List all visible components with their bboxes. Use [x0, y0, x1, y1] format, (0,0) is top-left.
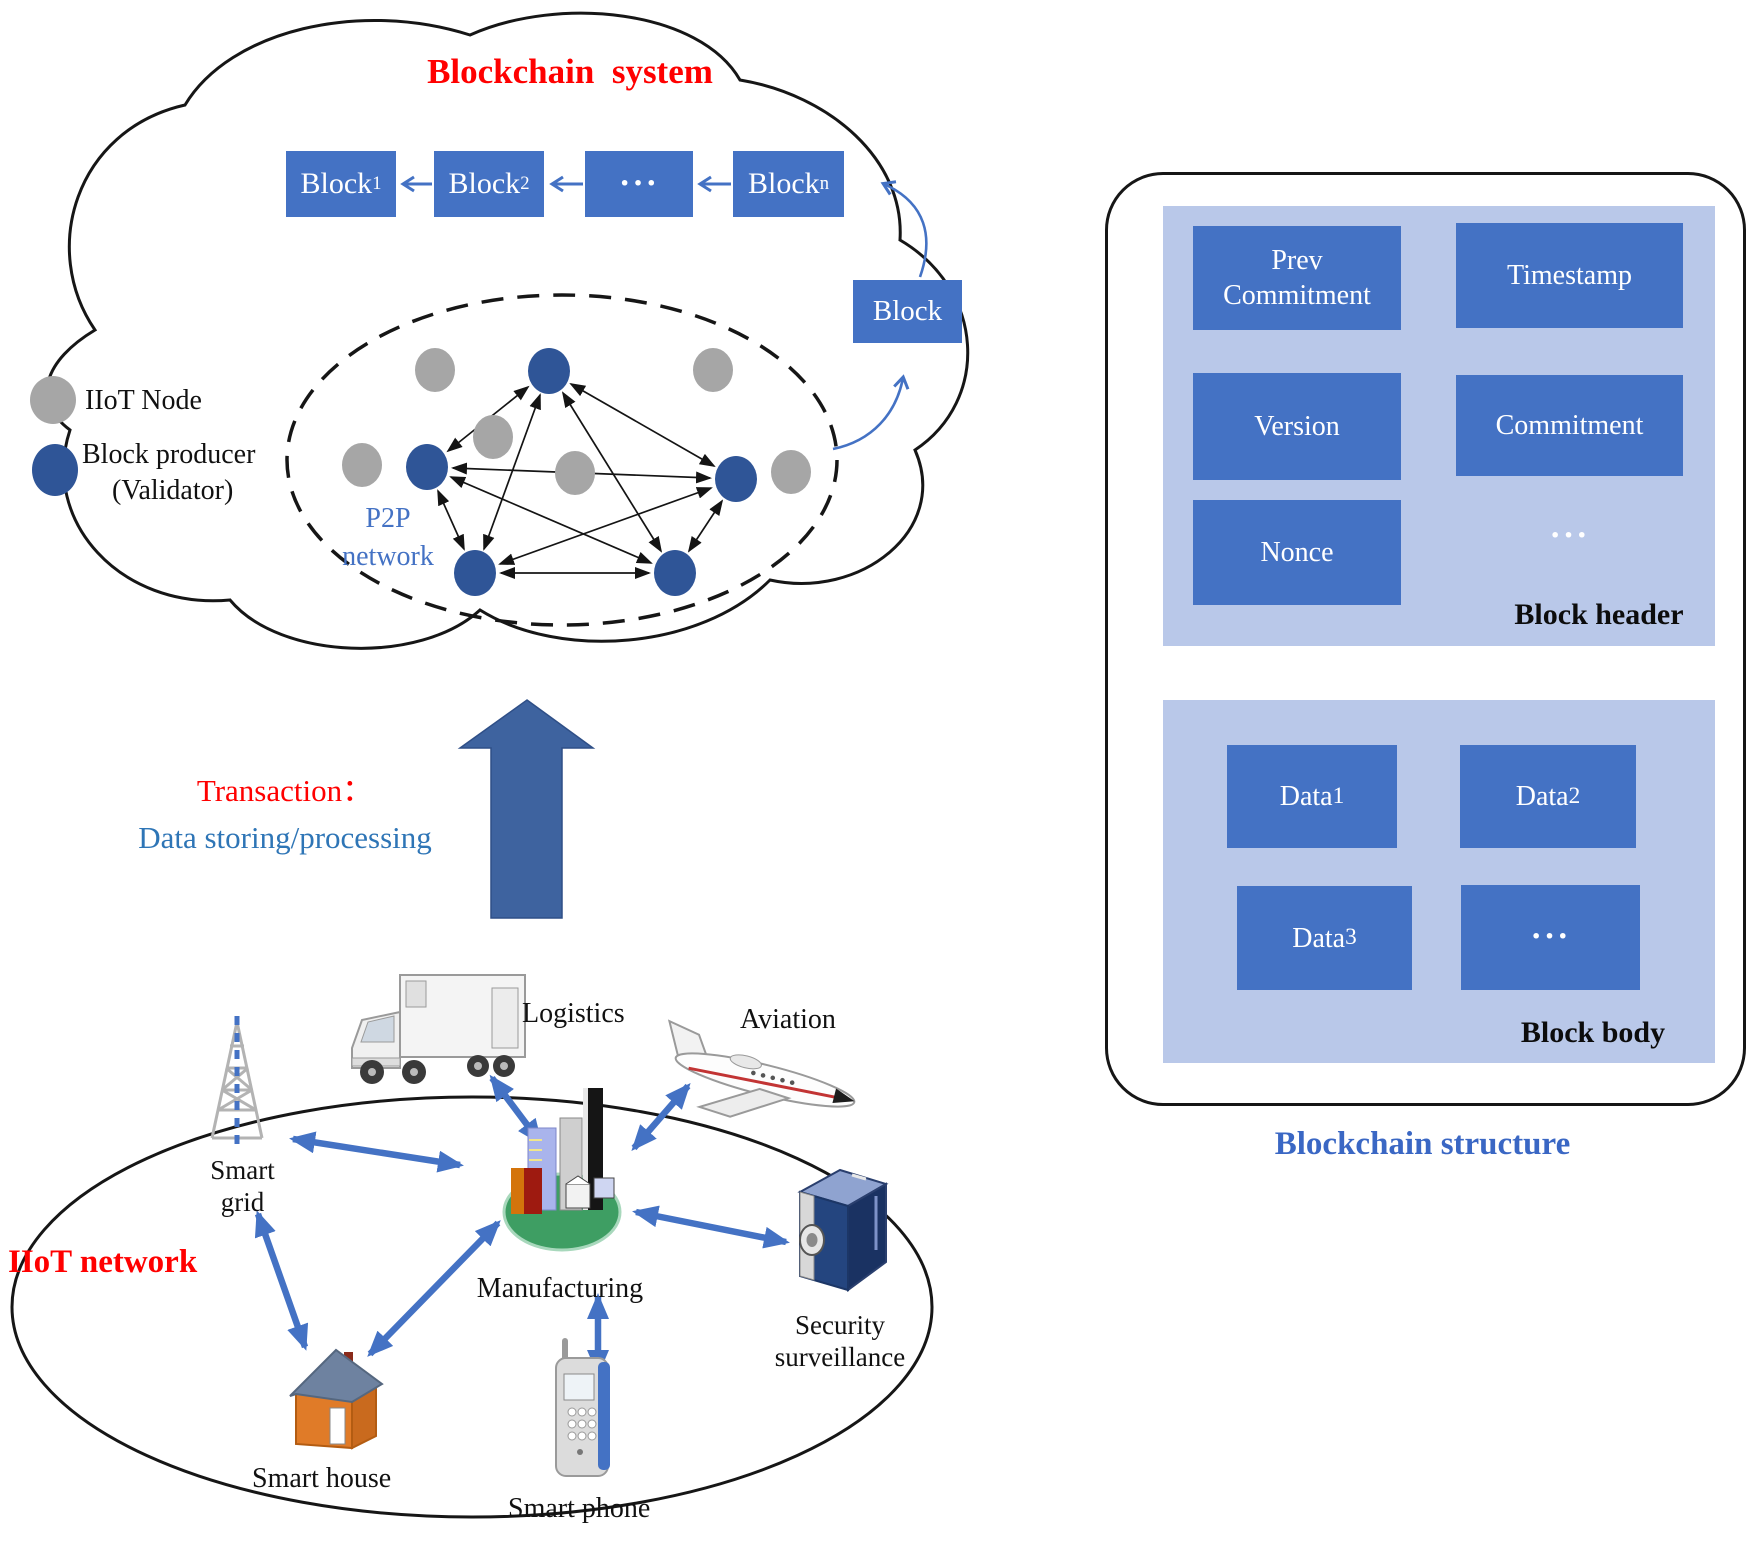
transaction-line2: Data storing/processing [138, 819, 432, 855]
manufacturing-label: Manufacturing [476, 1273, 644, 1304]
block-to-chain-arrow [880, 180, 928, 278]
smart-grid-line1: Smart [210, 1155, 275, 1185]
factory-buildings-icon [502, 1088, 622, 1252]
legend-iiot-node-label: IIoT Node [85, 385, 202, 416]
prev-commitment-line1: Prev [1271, 245, 1323, 276]
commitment-label: Commitment [1495, 410, 1644, 441]
logistics-label: Logistics [522, 998, 625, 1029]
legend-validator-label: (Validator) [112, 475, 234, 506]
transaction-line1: Transaction： [196, 773, 374, 808]
security-line1: Security [795, 1310, 885, 1340]
block-header-section: Prev Commitment Timestamp Version Commit… [1163, 206, 1715, 646]
p2p-dashed-ellipse [285, 293, 839, 627]
block-n-subscript: n [819, 172, 829, 194]
blockchain-system-title: Blockchain system [427, 52, 713, 91]
smart-house-label: Smart house [252, 1463, 392, 1494]
block-producer-circles [406, 348, 757, 596]
transaction-caption: Transaction： Data storing/processing [85, 768, 485, 861]
airplane-icon [667, 1019, 856, 1118]
block-2-subscript: 2 [520, 172, 530, 194]
block-2-label: Block [448, 167, 521, 200]
truck-icon [351, 974, 526, 1084]
house-icon [289, 1348, 384, 1450]
block-body-label: Block body [1520, 1016, 1666, 1049]
data-1-subscript: 1 [1332, 782, 1345, 809]
timestamp-cell: Timestamp [1456, 223, 1683, 328]
commitment-cell: Commitment [1456, 375, 1683, 476]
p2p-network-label: P2P network [312, 500, 464, 576]
timestamp-label: Timestamp [1507, 260, 1632, 291]
data-1-label: Data [1279, 781, 1333, 812]
transmission-tower-icon [210, 1021, 264, 1140]
blockchain-structure-panel: Prev Commitment Timestamp Version Commit… [1105, 172, 1746, 1106]
data-2-subscript: 2 [1568, 782, 1581, 809]
iiot-network-title: IIoT network [8, 1244, 198, 1280]
smart-phone-label: Smart phone [508, 1493, 651, 1524]
version-cell: Version [1193, 373, 1401, 480]
network-to-block-arrow [832, 374, 910, 451]
block-header-label: Block header [1514, 598, 1684, 631]
legend-blue-node-icon [32, 444, 78, 496]
p2p-line1: P2P [365, 503, 411, 534]
chain-ellipsis-box: ··· [585, 151, 693, 217]
nonce-cell: Nonce [1193, 500, 1401, 605]
new-block-label: Block [872, 295, 943, 327]
body-ellipsis-label: ··· [1530, 918, 1571, 956]
blockchain-cloud-outline [45, 11, 970, 650]
data-3-subscript: 3 [1345, 924, 1357, 951]
block-n-label: Block [748, 167, 820, 200]
p2p-line2: network [342, 540, 434, 572]
chain-ellipsis-label: ··· [618, 165, 660, 202]
transaction-up-arrow [457, 699, 596, 919]
surveillance-server-icon [797, 1168, 889, 1292]
nonce-label: Nonce [1260, 537, 1334, 568]
version-label: Version [1254, 411, 1340, 442]
security-line2: surveillance [774, 1341, 906, 1372]
body-ellipsis-cell: ··· [1461, 885, 1640, 990]
aviation-label: Aviation [740, 1004, 836, 1035]
security-surveillance-label: Security surveillance [760, 1310, 920, 1374]
iiot-node-circles [342, 348, 811, 495]
iiot-link-arrows [254, 1074, 790, 1376]
legend-gray-node-icon [30, 376, 76, 424]
smart-grid-line2: grid [220, 1186, 265, 1217]
p2p-edges [437, 383, 724, 579]
legend-block-producer-label: Block producer [82, 439, 256, 470]
mobile-phone-icon [555, 1338, 610, 1477]
blockchain-structure-caption: Blockchain structure [1274, 1126, 1571, 1162]
prev-commitment-cell: Prev Commitment [1193, 226, 1401, 330]
block-1-subscript: 1 [372, 172, 382, 194]
new-block-box: Block [853, 280, 962, 343]
block-1-label: Block [300, 167, 373, 200]
data-3-label: Data [1292, 922, 1346, 954]
smart-grid-label: Smart grid [195, 1155, 290, 1219]
header-ellipsis: ··· [1549, 517, 1590, 554]
iiot-network-ellipse [10, 1095, 934, 1519]
prev-commitment-line2: Commitment [1223, 280, 1371, 311]
data-2-label: Data [1515, 781, 1569, 812]
